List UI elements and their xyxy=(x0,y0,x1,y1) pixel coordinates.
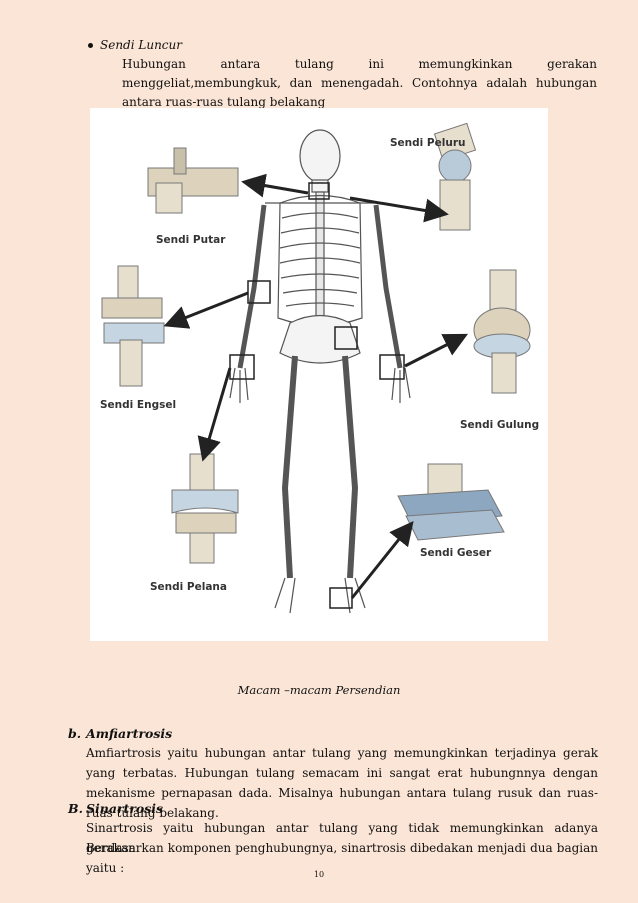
label-sendi-putar: Sendi Putar xyxy=(156,234,226,246)
page-number: 10 xyxy=(313,870,325,879)
paragraph-amfiartrosis: Amfiartrosis yaitu hubungan antar tulang… xyxy=(86,746,598,820)
heading-amfiartrosis: b.Amfiartrosis xyxy=(68,726,173,741)
joint-models xyxy=(101,122,531,564)
label-sendi-pelana: Sendi Pelana xyxy=(150,581,227,593)
paragraph-sinartrosis-1: Sinartrosis yaitu hubungan antar tulang … xyxy=(86,821,598,855)
paragraph-sinartrosis-2: Berdasarkan komponen penghubungnya, sina… xyxy=(86,841,598,875)
bullet-title: Sendi Luncur xyxy=(88,38,182,52)
bullet-paragraph: Hubungan antara tulang ini memungkinkan … xyxy=(122,57,597,109)
heading-marker: B. xyxy=(68,801,83,816)
heading-marker: b. xyxy=(68,726,82,741)
label-sendi-geser: Sendi Geser xyxy=(420,547,492,559)
label-sendi-engsel: Sendi Engsel xyxy=(100,399,176,411)
joint-types-figure: Sendi Putar Sendi Engsel Sendi Gulung Se… xyxy=(90,108,548,641)
label-sendi-peluru: Sendi Peluru xyxy=(390,137,465,149)
label-sendi-gulung: Sendi Gulung xyxy=(460,419,539,431)
heading-sinartrosis: B.Sinartrosis xyxy=(68,801,164,816)
skeleton-diagram: Sendi Putar Sendi Engsel Sendi Gulung Se… xyxy=(100,122,539,614)
figure-caption: Macam –macam Persendian xyxy=(237,683,401,697)
bullet-icon xyxy=(88,43,93,48)
